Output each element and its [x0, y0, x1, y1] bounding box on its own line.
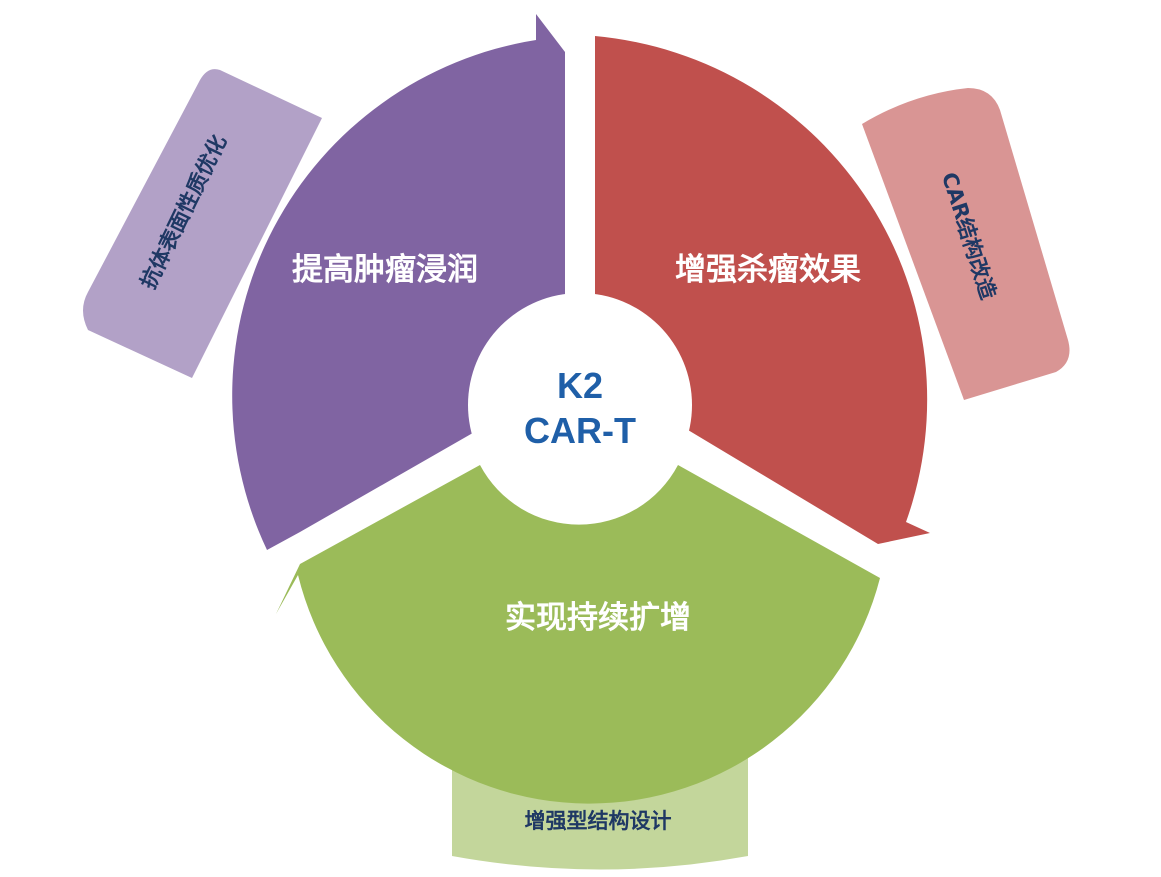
segment-purple-arrow: [232, 14, 565, 550]
tab-antibody-surface: [83, 69, 322, 378]
segment-label-tumor-infiltration: 提高肿瘤浸润: [292, 252, 478, 288]
segment-green-arrow: [276, 465, 880, 804]
tab-label-enhanced-design: 增强型结构设计: [525, 809, 672, 833]
segment-red-arrow: [595, 36, 930, 544]
tab-car-structure: [862, 88, 1070, 400]
segment-label-killing-effect: 增强杀瘤效果: [675, 252, 861, 288]
center-hub: [468, 293, 692, 517]
center-title-line2: CAR-T: [524, 410, 636, 451]
center-title-line1: K2: [557, 365, 603, 406]
segment-label-sustained-expansion: 实现持续扩增: [505, 600, 691, 636]
